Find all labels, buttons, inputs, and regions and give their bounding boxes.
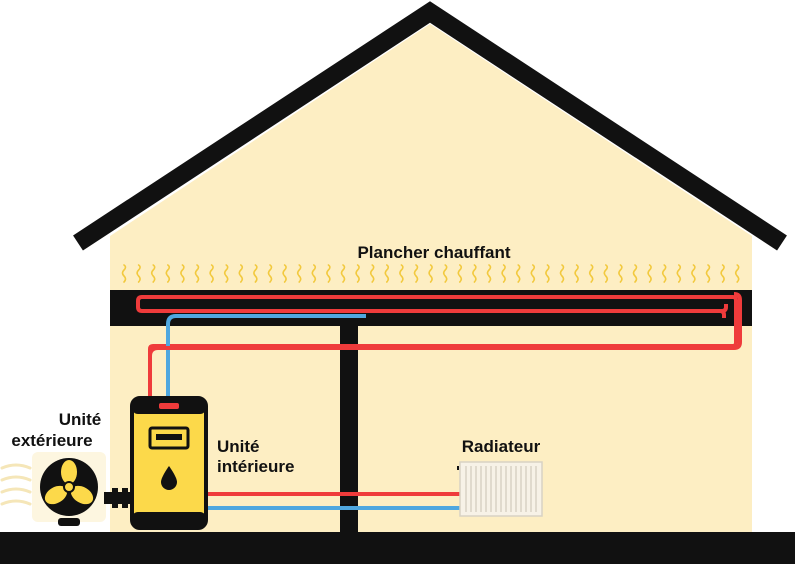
- heat-wave: [136, 264, 141, 283]
- heat-wave: [661, 264, 667, 283]
- heat-wave: [209, 264, 214, 283]
- fan-icon: [44, 460, 94, 505]
- heat-wave: [515, 264, 521, 283]
- heat-wave: [559, 264, 565, 283]
- air-flow-lines: [0, 463, 32, 506]
- heat-wave: [734, 264, 740, 283]
- heat-wave: [311, 264, 317, 283]
- heat-wave: [296, 264, 302, 283]
- heat-wave: [428, 264, 433, 283]
- heat-wave: [355, 264, 360, 283]
- heat-wave: [223, 264, 229, 283]
- heat-wave: [486, 264, 492, 283]
- heat-wave: [574, 264, 579, 283]
- heat-wave: [253, 264, 258, 283]
- heat-wave: [369, 264, 375, 283]
- heat-wave: [282, 264, 287, 283]
- radiator-label: Radiateur: [462, 437, 541, 456]
- heat-wave: [720, 264, 725, 283]
- heat-wave: [442, 264, 448, 283]
- heat-wave: [647, 264, 652, 283]
- heat-wave: [165, 264, 171, 283]
- heat-wave: [676, 264, 682, 283]
- heat-wave: [457, 264, 463, 283]
- heat-wave: [472, 264, 477, 283]
- radiator: [457, 461, 543, 517]
- floor-heating-label: Plancher chauffant: [357, 243, 510, 262]
- heat-wave: [238, 264, 244, 283]
- heat-wave: [267, 264, 273, 283]
- floor-return-pipe: [166, 314, 366, 398]
- heat-wave: [326, 264, 331, 283]
- indoor-unit-label-line1: Unité: [217, 437, 260, 456]
- roof: [73, 1, 787, 251]
- heat-wave: [340, 264, 346, 283]
- heat-wave: [705, 264, 711, 283]
- heat-wave: [530, 264, 536, 283]
- heat-wave: [545, 264, 550, 283]
- heat-wave: [588, 264, 594, 283]
- heat-wave: [501, 264, 506, 283]
- heat-wave: [603, 264, 609, 283]
- heat-wave: [399, 264, 404, 283]
- heat-wave: [194, 264, 200, 283]
- indoor-unit: [130, 396, 208, 530]
- heat-wave: [632, 264, 638, 283]
- heat-wave: [121, 264, 127, 283]
- heat-waves: [121, 264, 740, 283]
- radiator-fins: [465, 466, 537, 512]
- water-drop-icon: [161, 466, 177, 490]
- house-wall: [110, 24, 752, 536]
- heat-wave: [691, 264, 696, 283]
- heat-wave: [413, 264, 419, 283]
- heat-wave: [150, 264, 156, 283]
- display-icon: [148, 426, 190, 450]
- heat-wave: [180, 264, 185, 283]
- heat-wave: [618, 264, 623, 283]
- outdoor-unit: [0, 452, 134, 526]
- heat-wave: [384, 264, 390, 283]
- ground: [0, 532, 795, 564]
- indoor-unit-label-line2: intérieure: [217, 457, 294, 476]
- center-pillar: [340, 326, 358, 538]
- outdoor-unit-label-line2: extérieure: [11, 431, 92, 450]
- outdoor-unit-label-line1: Unité: [59, 410, 102, 429]
- floor-feed-pipe: [148, 292, 742, 398]
